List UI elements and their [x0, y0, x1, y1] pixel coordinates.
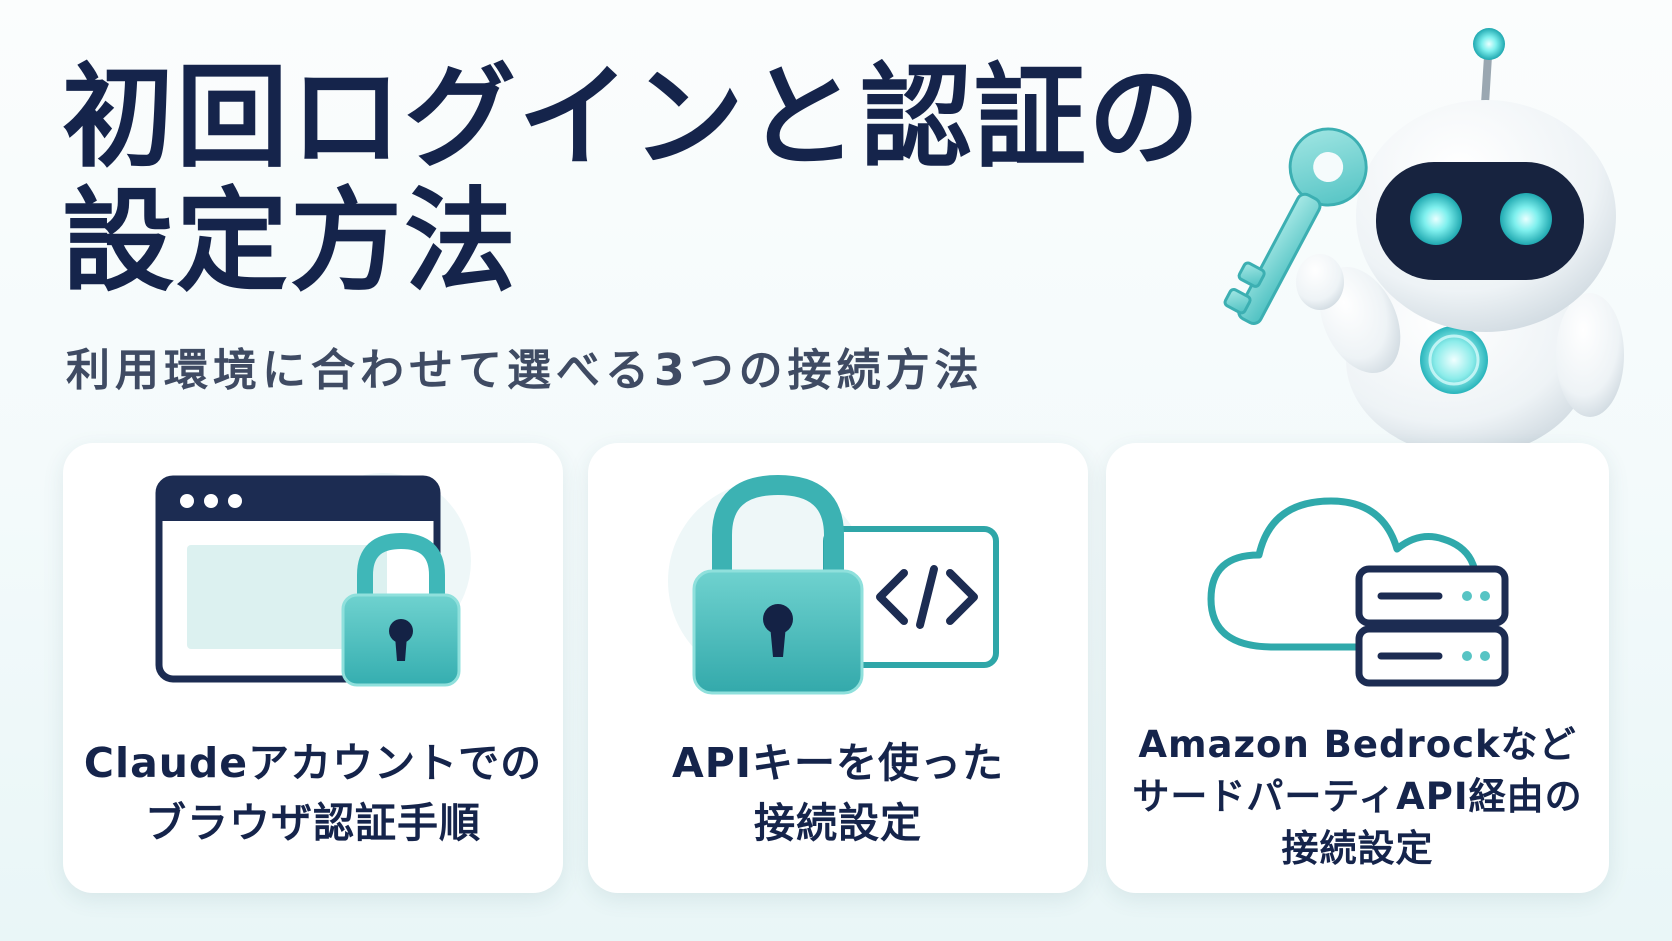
lock-code-icon: [668, 474, 999, 695]
page-subtitle: 利用環境に合わせて選べる3つの接続方法: [66, 345, 984, 396]
page-title-line-2: 設定方法: [62, 177, 518, 307]
option-card-label-line-2: サードパーティAPI経由の: [1132, 775, 1583, 818]
option-card-label: APIキーを使った 接続設定: [588, 733, 1088, 853]
option-card-browser-auth: Claudeアカウントでの ブラウザ認証手順: [63, 443, 563, 893]
option-card-third-party-api: Amazon Bedrockなど サードパーティAPI経由の 接続設定: [1106, 443, 1609, 893]
option-card-label-line-3: 接続設定: [1281, 827, 1434, 870]
option-card-label: Amazon Bedrockなど サードパーティAPI経由の 接続設定: [1106, 719, 1609, 875]
option-card-label-line-2: 接続設定: [754, 799, 922, 847]
option-card-api-key: APIキーを使った 接続設定: [588, 443, 1088, 893]
page-title: 初回ログインと認証の 設定方法: [62, 56, 1212, 304]
option-card-label-line-1: APIキーを使った: [671, 739, 1005, 787]
option-card-label-line-1: Amazon Bedrockなど: [1138, 723, 1577, 766]
option-card-label-line-2: ブラウザ認証手順: [145, 799, 481, 847]
page-title-line-1: 初回ログインと認証の: [62, 53, 1202, 183]
browser-window-lock-icon: [155, 473, 471, 687]
robot-with-key-icon: [1223, 28, 1624, 450]
cloud-server-icon: [1207, 497, 1508, 687]
option-card-label-line-1: Claudeアカウントでの: [83, 739, 543, 787]
option-card-label: Claudeアカウントでの ブラウザ認証手順: [63, 733, 563, 853]
